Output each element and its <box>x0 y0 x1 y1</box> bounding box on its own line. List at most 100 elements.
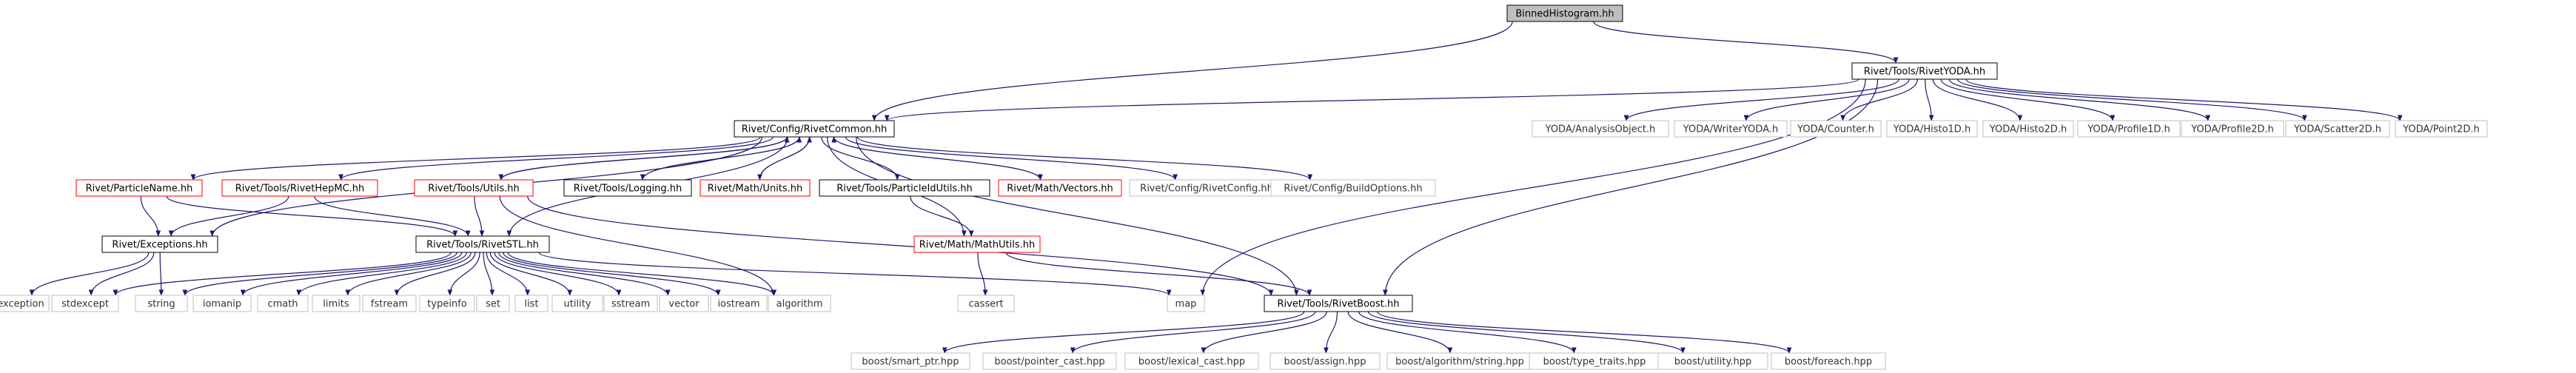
node-box-histo2d[interactable] <box>1982 120 2074 138</box>
node-buildoptions[interactable]: Rivet/Config/BuildOptions.hh <box>1270 179 1436 197</box>
node-box-hepmc[interactable] <box>221 179 378 197</box>
node-box-pidutils[interactable] <box>819 179 990 197</box>
node-box-point2d[interactable] <box>2395 120 2488 138</box>
node-box-writeryoda[interactable] <box>1674 120 1788 138</box>
node-box-fstream[interactable] <box>362 295 417 312</box>
node-smartptr[interactable]: boost/smart_ptr.hpp <box>851 352 970 370</box>
node-box-algorithm[interactable] <box>768 295 831 312</box>
node-profile2d[interactable]: YODA/Profile2D.h <box>2181 120 2284 138</box>
node-box-stdexcept[interactable] <box>51 295 119 312</box>
node-limits[interactable]: limits <box>312 295 360 312</box>
node-algorithm[interactable]: algorithm <box>768 295 831 312</box>
edge-hepmc-to-exceptions <box>168 195 289 237</box>
node-algstring[interactable]: boost/algorithm/string.hpp <box>1386 352 1533 370</box>
node-box-boost[interactable] <box>1264 295 1413 312</box>
node-box-analysisobject[interactable] <box>1532 120 1669 138</box>
node-hepmc[interactable]: Rivet/Tools/RivetHepMC.hh <box>221 179 378 197</box>
node-box-units[interactable] <box>700 179 811 197</box>
node-box-stl[interactable] <box>415 235 550 253</box>
node-utils[interactable]: Rivet/Tools/Utils.hh <box>414 179 534 197</box>
node-box-map[interactable] <box>1167 295 1205 312</box>
node-writeryoda[interactable]: YODA/WriterYODA.h <box>1674 120 1788 138</box>
node-histo2d[interactable]: YODA/Histo2D.h <box>1982 120 2074 138</box>
node-yoda[interactable]: Rivet/Tools/RivetYODA.hh <box>1851 62 1998 80</box>
node-cmath[interactable]: cmath <box>257 295 309 312</box>
node-box-typeinfo[interactable] <box>419 295 475 312</box>
node-logging[interactable]: Rivet/Tools/Logging.hh <box>563 179 692 197</box>
node-pidutils[interactable]: Rivet/Tools/ParticleIdUtils.hh <box>819 179 990 197</box>
node-sstream[interactable]: sstream <box>603 295 658 312</box>
node-box-exception[interactable] <box>0 295 50 312</box>
node-rivetconfig[interactable]: Rivet/Config/RivetConfig.hh <box>1129 179 1284 197</box>
node-box-buildoptions[interactable] <box>1270 179 1436 197</box>
node-box-iomanip[interactable] <box>192 295 252 312</box>
node-box-lexicalcast[interactable] <box>1124 352 1259 370</box>
node-stl[interactable]: Rivet/Tools/RivetSTL.hh <box>415 235 550 253</box>
node-box-vector[interactable] <box>659 295 709 312</box>
node-assign[interactable]: boost/assign.hpp <box>1269 352 1381 370</box>
node-list[interactable]: list <box>514 295 549 312</box>
node-box-sstream[interactable] <box>603 295 658 312</box>
node-iostream[interactable]: iostream <box>710 295 768 312</box>
node-fstream[interactable]: fstream <box>362 295 417 312</box>
node-exception[interactable]: exception <box>0 295 50 312</box>
node-box-assign[interactable] <box>1269 352 1381 370</box>
node-box-pointercast[interactable] <box>982 352 1117 370</box>
node-exceptions[interactable]: Rivet/Exceptions.hh <box>101 235 218 253</box>
node-box-cmath[interactable] <box>257 295 309 312</box>
node-box-exceptions[interactable] <box>101 235 218 253</box>
node-vectors[interactable]: Rivet/Math/Vectors.hh <box>998 179 1122 197</box>
node-box-utils[interactable] <box>414 179 534 197</box>
node-box-list[interactable] <box>514 295 549 312</box>
node-box-logging[interactable] <box>563 179 692 197</box>
node-scatter2d[interactable]: YODA/Scatter2D.h <box>2285 120 2390 138</box>
node-root[interactable]: BinnedHistogram.hh <box>1506 4 1623 22</box>
node-units[interactable]: Rivet/Math/Units.hh <box>700 179 811 197</box>
node-label-yoda: Rivet/Tools/RivetYODA.hh <box>1864 67 1985 78</box>
node-box-root[interactable] <box>1506 4 1623 22</box>
node-lexicalcast[interactable]: boost/lexical_cast.hpp <box>1124 352 1259 370</box>
node-point2d[interactable]: YODA/Point2D.h <box>2395 120 2488 138</box>
node-box-particlename[interactable] <box>76 179 203 197</box>
node-set[interactable]: set <box>476 295 510 312</box>
node-counter[interactable]: YODA/Counter.h <box>1790 120 1882 138</box>
node-box-common[interactable] <box>734 120 895 138</box>
node-map[interactable]: map <box>1167 295 1205 312</box>
node-box-set[interactable] <box>476 295 510 312</box>
node-box-profile2d[interactable] <box>2181 120 2284 138</box>
node-box-histo1d[interactable] <box>1886 120 1978 138</box>
node-pointercast[interactable]: boost/pointer_cast.hpp <box>982 352 1117 370</box>
node-box-scatter2d[interactable] <box>2285 120 2390 138</box>
node-box-profile1d[interactable] <box>2077 120 2181 138</box>
node-typetraits[interactable]: boost/type_traits.hpp <box>1529 352 1660 370</box>
node-box-boostutility[interactable] <box>1657 352 1768 370</box>
node-histo1d[interactable]: YODA/Histo1D.h <box>1886 120 1978 138</box>
node-vector[interactable]: vector <box>659 295 709 312</box>
node-box-iostream[interactable] <box>710 295 768 312</box>
node-boost[interactable]: Rivet/Tools/RivetBoost.hh <box>1264 295 1413 312</box>
node-profile1d[interactable]: YODA/Profile1D.h <box>2077 120 2181 138</box>
node-box-string[interactable] <box>135 295 188 312</box>
node-particlename[interactable]: Rivet/ParticleName.hh <box>76 179 203 197</box>
edge-boost-to-foreach <box>1377 311 1792 354</box>
node-analysisobject[interactable]: YODA/AnalysisObject.h <box>1532 120 1669 138</box>
node-box-limits[interactable] <box>312 295 360 312</box>
node-common[interactable]: Rivet/Config/RivetCommon.hh <box>734 120 895 138</box>
node-box-counter[interactable] <box>1790 120 1882 138</box>
node-box-yoda[interactable] <box>1851 62 1998 80</box>
node-boostutility[interactable]: boost/utility.hpp <box>1657 352 1768 370</box>
node-stdexcept[interactable]: stdexcept <box>51 295 119 312</box>
node-utility[interactable]: utility <box>551 295 603 312</box>
node-mathutils[interactable]: Rivet/Math/MathUtils.hh <box>913 235 1041 253</box>
node-box-cassert[interactable] <box>957 295 1015 312</box>
node-cassert[interactable]: cassert <box>957 295 1015 312</box>
node-box-smartptr[interactable] <box>851 352 970 370</box>
node-box-foreach[interactable] <box>1771 352 1886 370</box>
node-foreach[interactable]: boost/foreach.hpp <box>1771 352 1886 370</box>
node-typeinfo[interactable]: typeinfo <box>419 295 475 312</box>
node-box-mathutils[interactable] <box>913 235 1041 253</box>
node-string[interactable]: string <box>135 295 188 312</box>
node-box-utility[interactable] <box>551 295 603 312</box>
node-iomanip[interactable]: iomanip <box>192 295 252 312</box>
node-box-vectors[interactable] <box>998 179 1122 197</box>
